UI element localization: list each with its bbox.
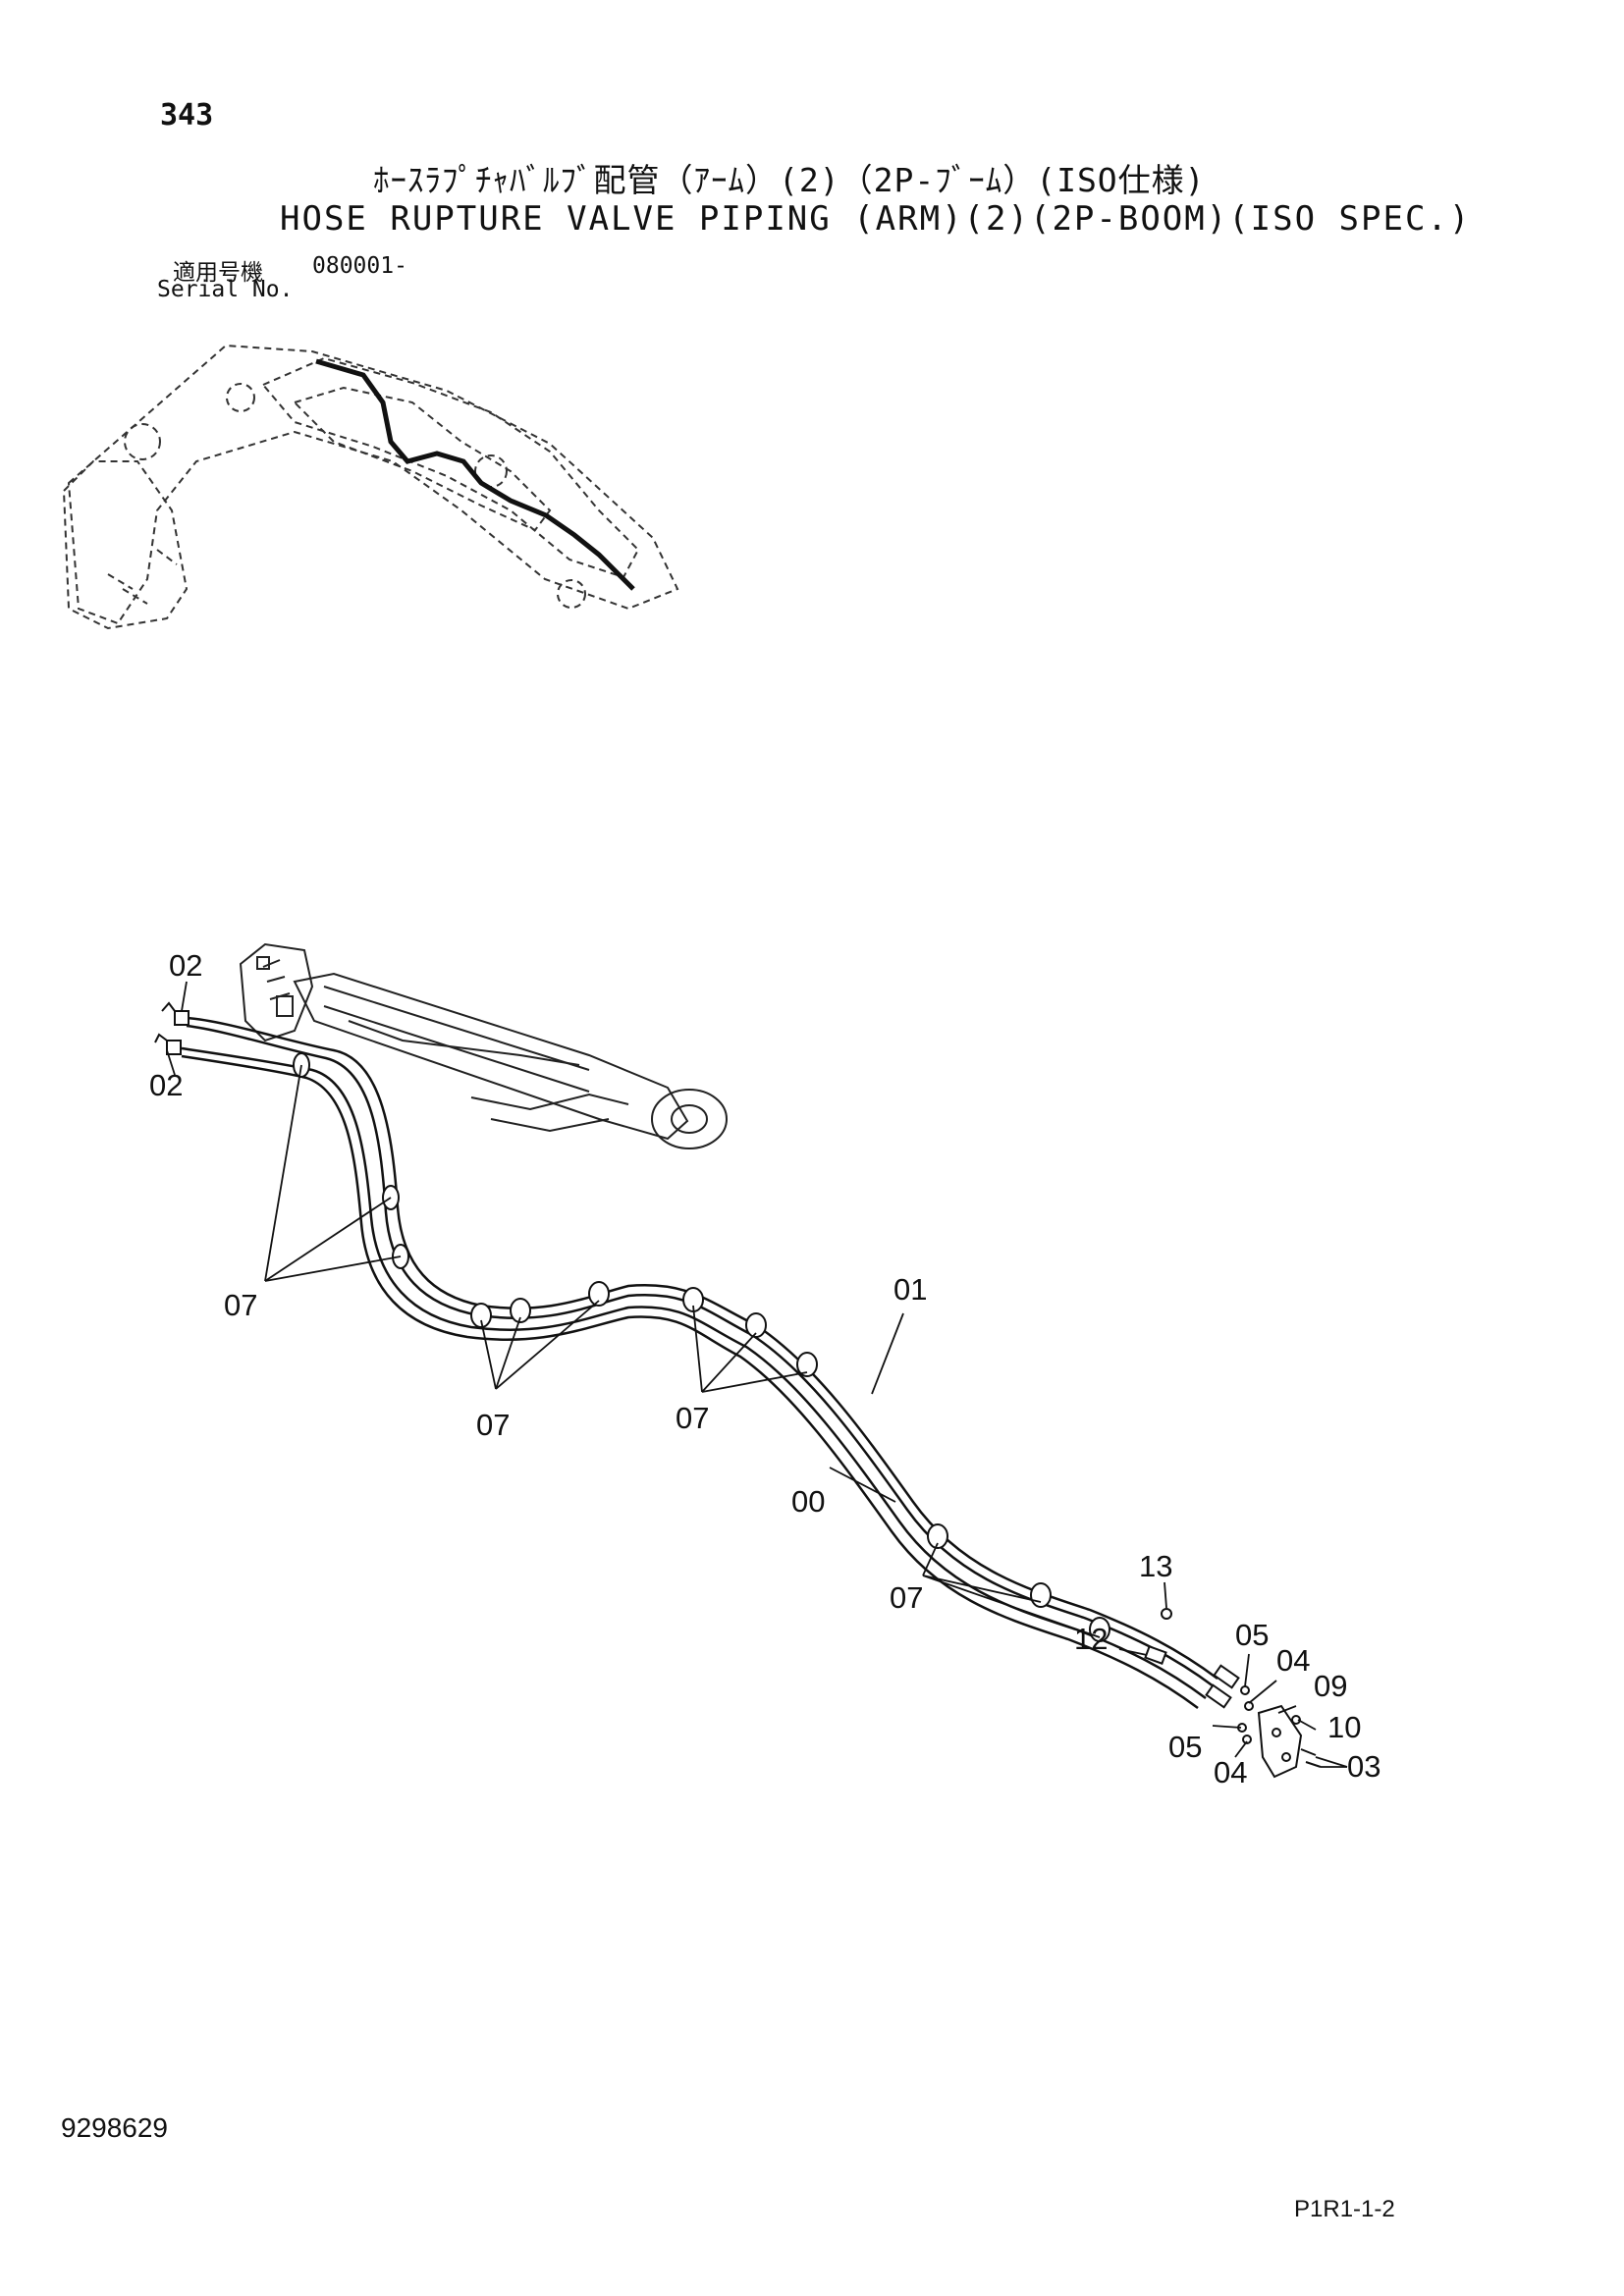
overview-boom-outline [261,356,640,579]
title-english: HOSE RUPTURE VALVE PIPING (ARM)(2)(2P-BO… [280,199,1472,239]
callout-01: 01 [893,1272,927,1307]
callout-00: 00 [791,1484,825,1519]
serial-label-english: Serial No. [157,277,294,302]
callout-02-top: 02 [169,948,202,983]
overview-cylinder-outline [293,386,552,532]
callout-03: 03 [1347,1749,1380,1784]
callout-09: 09 [1314,1669,1347,1703]
title-japanese: ﾎｰｽﾗﾌﾟﾁｬﾊﾞﾙﾌﾞ配管（ｱｰﾑ）(2)（2P-ﾌﾞｰﾑ）(ISO仕様) [373,161,1206,199]
callout-05-bottom: 05 [1168,1730,1202,1764]
arm-cylinder [239,942,728,1149]
overview-bucket-outline [62,460,189,630]
serial-value: 080001- [312,253,407,279]
hose-lower [181,1046,1207,1700]
callout-07-upper-left: 07 [224,1288,257,1322]
hose-upper-inner [186,1024,1215,1688]
callout-02-bottom: 02 [149,1068,183,1102]
overview-arm-outline [67,344,679,625]
leader-lines [166,981,1348,1768]
callout-04-top: 04 [1276,1643,1310,1678]
drawing-number: 9298629 [61,2112,169,2143]
hose-clamps [293,1052,1110,1642]
hose-upper [186,1016,1218,1681]
hose-end-fittings [154,1001,189,1055]
serial-label-japanese: 適用号機 [173,260,263,286]
callout-05-top: 05 [1235,1618,1269,1652]
callout-07-lower-right: 07 [890,1580,923,1615]
callout-12: 12 [1074,1622,1108,1656]
page-code: P1R1-1-2 [1294,2196,1395,2222]
callout-13: 13 [1139,1549,1172,1583]
page-number: 343 [160,98,214,133]
overview-hose-route [315,358,635,591]
overview-sketch [62,344,679,630]
callout-04-bottom: 04 [1214,1755,1247,1789]
callout-07-middle-left: 07 [476,1408,510,1442]
callout-07-middle: 07 [676,1401,709,1435]
hose-lower-inner [181,1054,1199,1710]
callout-10: 10 [1327,1710,1361,1744]
